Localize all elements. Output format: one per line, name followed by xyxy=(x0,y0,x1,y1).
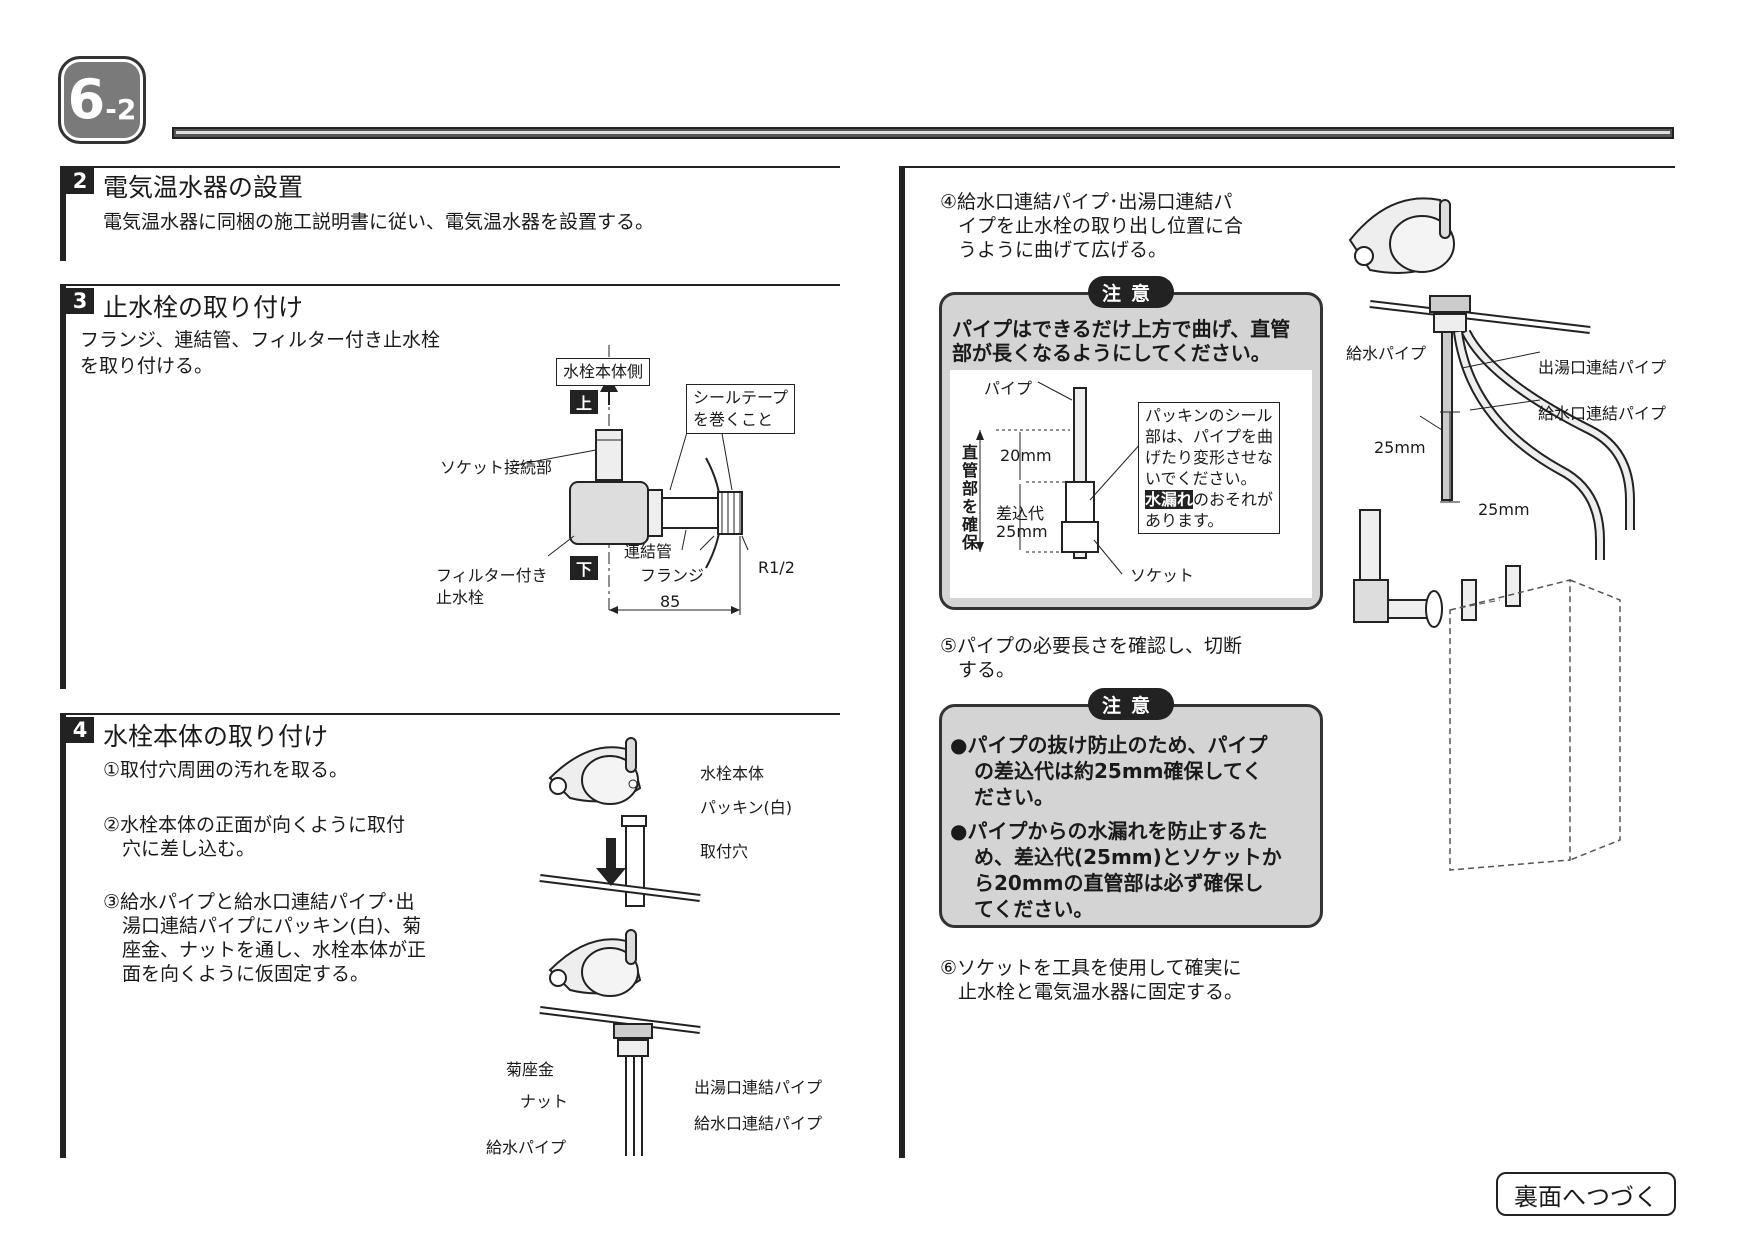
caution2-2-line1: ●パイプからの水漏れを防止するた xyxy=(950,819,1268,843)
label-supply-pipe: 給水パイプ xyxy=(486,1138,567,1157)
inset-note-line5: 水漏れのおそれが xyxy=(1145,489,1273,510)
inset-note-line2: 部は、パイプを曲 xyxy=(1145,427,1274,446)
sec3-number: 3 xyxy=(66,288,94,314)
sec4-title: 水栓本体の取り付け xyxy=(103,722,329,751)
sec4-step3-line1: ③給水パイプと給水口連結パイプ･出 xyxy=(103,891,415,913)
step6-line1: ⑥ソケットを工具を使用して確実に xyxy=(940,957,1242,979)
inset-pipe: パイプ xyxy=(984,379,1033,398)
sec4-rule xyxy=(60,713,840,715)
caution2-1-line1: ●パイプの抜け防止のため、パイプ xyxy=(950,733,1268,757)
caution2-1-line2: の差込代は約25mm確保してく xyxy=(974,759,1263,783)
caution2-1-line3: ださい。 xyxy=(974,785,1054,809)
sec3-body-line1: フランジ、連結管、フィルター付き止水栓 xyxy=(80,329,441,351)
label-down: 下 xyxy=(570,556,598,580)
section-badge: 6 -2 xyxy=(58,56,146,144)
sec2-body: 電気温水器に同梱の施工説明書に従い、電気温水器を設置する。 xyxy=(103,211,655,233)
faucet-insert-diagram xyxy=(539,737,701,907)
caution-box-2 xyxy=(939,704,1323,928)
sec4-number: 4 xyxy=(66,717,94,743)
inset-dim-25: 25mm xyxy=(996,522,1048,541)
caution2-2-line3: ら20mmの直管部は必ず確保し xyxy=(974,871,1264,895)
fig-dim-b: 25mm xyxy=(1478,500,1530,519)
sec4-bar xyxy=(60,713,66,1158)
inset-socket: ソケット xyxy=(1130,566,1195,585)
faucet-fixed-diagram xyxy=(539,929,701,1156)
caution-label-2: 注意 xyxy=(1088,688,1174,720)
label-pipe: 連結管 xyxy=(624,542,673,561)
right-rule xyxy=(905,166,1675,168)
inset-note-line1: パッキンのシール xyxy=(1145,406,1273,425)
label-up: 上 xyxy=(570,390,598,414)
section-number: 6 xyxy=(67,68,106,131)
sec3-rule xyxy=(60,284,840,286)
fig-supply-conn-pipe: 給水口連結パイプ xyxy=(1538,404,1667,423)
inset-note-line6: あります。 xyxy=(1145,511,1224,530)
label-filter-valve-2: 止水栓 xyxy=(436,588,485,607)
sec4-step3-line2: 湯口連結パイプにパッキン(白)、菊 xyxy=(122,915,422,937)
step5-line2: する。 xyxy=(958,659,1016,681)
label-washer: 菊座金 xyxy=(506,1060,555,1079)
sec2-number: 2 xyxy=(66,168,94,194)
sec2-title: 電気温水器の設置 xyxy=(103,173,304,202)
sec3-title: 止水栓の取り付け xyxy=(103,293,304,322)
label-dimension: 85 xyxy=(660,592,681,611)
label-filter-valve-1: フィルター付き xyxy=(436,566,548,585)
sec4-step1: ①取付穴周囲の汚れを取る。 xyxy=(103,759,349,781)
inset-insert: 差込代 xyxy=(996,504,1045,523)
inset-dim-20: 20mm xyxy=(1000,446,1052,465)
fig-supply-pipe: 給水パイプ xyxy=(1346,344,1427,363)
inset-note-box: パッキンのシール 部は、パイプを曲 げたり変形させな いでください。 水漏れのお… xyxy=(1138,402,1281,534)
inset-vertical-label: 直管部を確保 xyxy=(962,443,979,552)
step4-line3: うように曲げて広げる。 xyxy=(958,239,1168,261)
label-thread: R1/2 xyxy=(758,558,795,577)
section-sub: -2 xyxy=(105,92,137,126)
caution1-line1: パイプはできるだけ上方で曲げ、直管 xyxy=(952,317,1291,341)
inset-note-line3: げたり変形させな xyxy=(1145,448,1274,467)
seal-line1: シールテープ xyxy=(693,388,789,407)
installation-figure xyxy=(1348,197,1635,871)
label-mounting-hole: 取付穴 xyxy=(700,842,749,861)
label-supply-conn-pipe: 給水口連結パイプ xyxy=(694,1114,823,1133)
caution-label-1: 注意 xyxy=(1088,276,1174,308)
column-divider xyxy=(899,166,905,1158)
label-socket: ソケット接続部 xyxy=(440,458,553,477)
sec4-step2-line1: ②水栓本体の正面が向くように取付 xyxy=(103,814,406,836)
label-nut: ナット xyxy=(520,1092,569,1111)
inset-note-tail: のおそれが xyxy=(1193,490,1274,509)
sec3-bar xyxy=(60,284,66,689)
inset-note-line4: いでください。 xyxy=(1145,469,1257,488)
sec2-bar xyxy=(60,166,66,261)
step4-line1: ④給水口連結パイプ･出湯口連結パ xyxy=(940,191,1233,213)
inset-warn: 水漏れ xyxy=(1145,490,1194,509)
label-faucet-side: 水栓本体側 xyxy=(556,358,651,386)
label-flange: フランジ xyxy=(640,566,705,585)
step5-line1: ⑤パイプの必要長さを確認し、切断 xyxy=(940,635,1243,657)
label-faucet-body: 水栓本体 xyxy=(700,764,765,783)
label-hot-out-pipe: 出湯口連結パイプ xyxy=(694,1078,823,1097)
label-packing: パッキン(白) xyxy=(700,798,793,817)
fig-dim-a: 25mm xyxy=(1374,438,1426,457)
caution2-2-line4: てください。 xyxy=(974,897,1094,921)
sec3-body-line2: を取り付ける。 xyxy=(80,355,214,377)
sec4-step2-line2: 穴に差し込む。 xyxy=(122,838,256,860)
stop-valve-diagram xyxy=(509,345,749,615)
pipe-socket-diagram xyxy=(976,381,1143,575)
continue-on-back-label: 裏面へつづく xyxy=(1496,1172,1676,1216)
step4-line2: イプを止水栓の取り出し位置に合 xyxy=(958,215,1244,237)
sec2-rule xyxy=(60,166,840,168)
header-bar xyxy=(172,127,1674,139)
sec4-step3-line3: 座金、ナットを通し、水栓本体が正 xyxy=(122,939,427,961)
caution2-2-line2: め、差込代(25mm)とソケットか xyxy=(974,845,1282,869)
caution1-line2: 部が長くなるようにしてください。 xyxy=(952,341,1271,365)
fig-hot-out-pipe: 出湯口連結パイプ xyxy=(1538,358,1667,377)
step6-line2: 止水栓と電気温水器に固定する。 xyxy=(958,981,1244,1003)
label-seal-tape: シールテープ を巻くこと xyxy=(686,384,796,434)
sec4-step3-line4: 面を向くように仮固定する。 xyxy=(122,963,370,985)
seal-line2: を巻くこと xyxy=(693,410,774,429)
